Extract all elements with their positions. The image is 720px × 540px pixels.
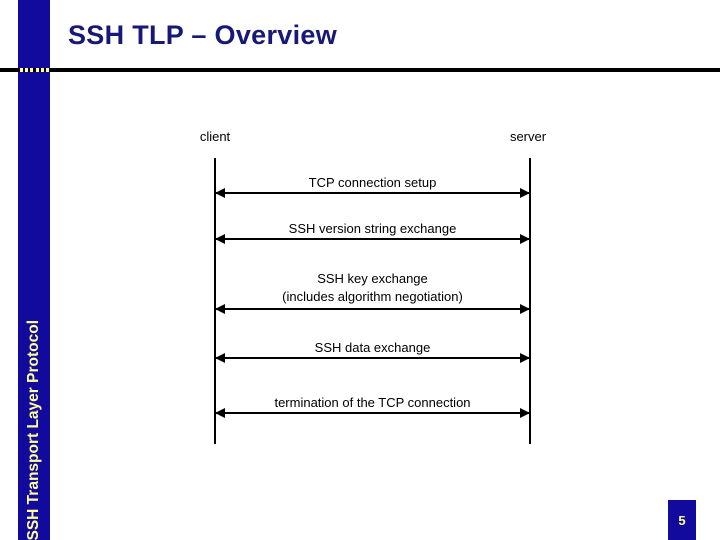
arrowhead-right-icon	[520, 353, 530, 363]
message-arrow	[215, 408, 530, 418]
arrowhead-right-icon	[520, 304, 530, 314]
side-band	[18, 0, 50, 540]
page-number-badge: 5	[668, 500, 696, 540]
actor-label-server: server	[509, 129, 547, 144]
arrowhead-left-icon	[215, 408, 225, 418]
arrowhead-left-icon	[215, 353, 225, 363]
actor-label-client: client	[199, 129, 231, 144]
dash-mark	[35, 68, 39, 72]
lifeline-client	[214, 158, 216, 444]
header-divider	[0, 68, 720, 72]
arrowhead-right-icon	[520, 408, 530, 418]
message-label: SSH data exchange	[314, 340, 431, 355]
arrowhead-right-icon	[520, 188, 530, 198]
message-label: TCP connection setup	[308, 175, 437, 190]
dash-mark	[25, 68, 29, 72]
arrowhead-right-icon	[520, 234, 530, 244]
page-number: 5	[678, 512, 686, 528]
message-label: termination of the TCP connection	[274, 395, 471, 410]
message-arrow	[215, 188, 530, 198]
dash-mark	[40, 68, 44, 72]
message-label: SSH key exchange	[317, 271, 428, 286]
header-dash-ornament	[20, 68, 49, 72]
dash-mark	[45, 68, 49, 72]
page-title: SSH TLP – Overview	[68, 20, 338, 50]
dash-mark	[20, 68, 23, 72]
arrowhead-left-icon	[215, 304, 225, 314]
arrowhead-left-icon	[215, 188, 225, 198]
message-arrow	[215, 234, 530, 244]
message-arrow	[215, 353, 530, 363]
arrowhead-left-icon	[215, 234, 225, 244]
message-label-secondary: (includes algorithm negotiation)	[282, 289, 463, 304]
lifeline-server	[529, 158, 531, 444]
message-label: SSH version string exchange	[288, 221, 457, 236]
message-arrow	[215, 304, 530, 314]
dash-mark	[30, 68, 34, 72]
